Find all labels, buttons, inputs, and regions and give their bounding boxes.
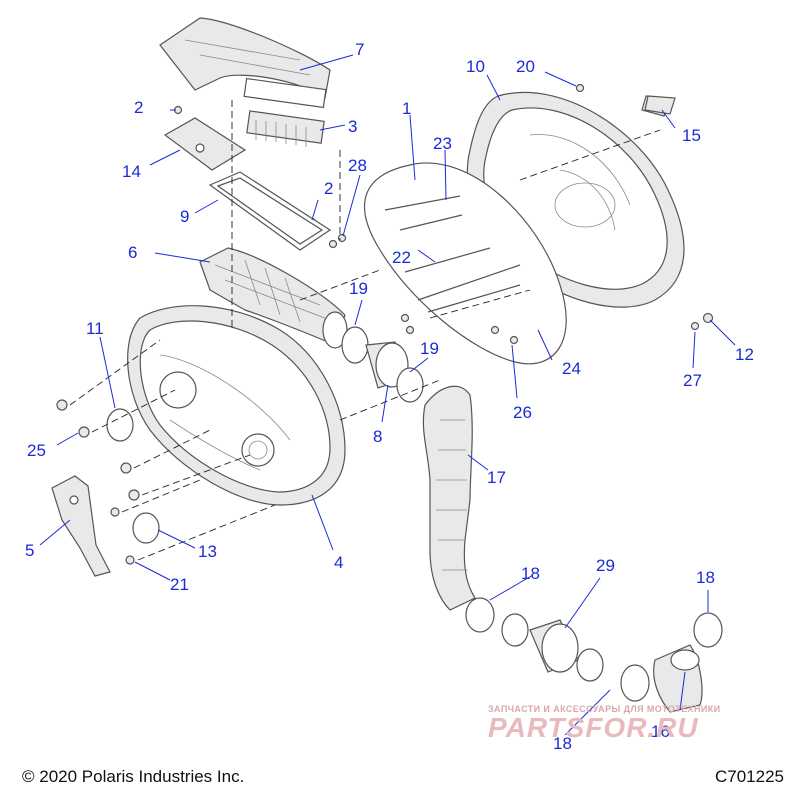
callout-21: 21 <box>170 575 189 594</box>
callout-11: 11 <box>86 319 104 338</box>
callout-8: 8 <box>373 427 382 446</box>
callout-4: 4 <box>334 553 343 572</box>
callout-2: 2 <box>134 98 143 117</box>
callout-5: 5 <box>25 541 34 560</box>
callout-labels: 1 2 2 3 4 5 6 7 8 9 10 11 12 13 14 15 16… <box>25 40 754 753</box>
callout-22: 22 <box>392 248 411 267</box>
cover-plate <box>163 117 247 171</box>
mounting-bracket <box>51 475 111 577</box>
callout-2: 2 <box>324 179 333 198</box>
callout-27: 27 <box>683 371 702 390</box>
warning-label <box>644 95 676 115</box>
gasket-frame <box>208 171 332 251</box>
copyright-notice: © 2020 Polaris Industries Inc. <box>22 767 245 786</box>
callout-20: 20 <box>516 57 535 76</box>
upper-duct <box>199 247 348 349</box>
callout-18: 18 <box>696 568 715 587</box>
watermark: ЗАПЧАСТИ И АКСЕССУАРЫ ДЛЯ МОТОТЕХНИКИ PA… <box>488 704 788 744</box>
callout-15: 15 <box>682 126 701 145</box>
callout-14: 14 <box>122 162 141 181</box>
callout-28: 28 <box>348 156 367 175</box>
inner-clutch-cover <box>127 305 346 506</box>
filter-screen <box>246 110 325 147</box>
callout-17: 17 <box>487 468 506 487</box>
callout-1: 1 <box>402 99 411 118</box>
inlet-duct <box>159 17 331 109</box>
callout-19: 19 <box>349 279 368 298</box>
callout-24: 24 <box>562 359 581 378</box>
callout-29: 29 <box>596 556 615 575</box>
o-ring-11 <box>106 408 134 442</box>
outlet-duct <box>653 644 703 713</box>
watermark-brand: PARTSFOR.RU <box>488 712 699 743</box>
callout-12: 12 <box>735 345 754 364</box>
watermark-tagline: ЗАПЧАСТИ И АКСЕССУАРЫ ДЛЯ МОТОТЕХНИКИ <box>488 704 721 714</box>
callout-6: 6 <box>128 243 137 262</box>
callout-9: 9 <box>180 207 189 226</box>
coupler-and-clamps <box>341 326 424 403</box>
o-ring-13 <box>132 512 160 544</box>
callout-19: 19 <box>420 339 439 358</box>
callout-23: 23 <box>433 134 452 153</box>
callout-25: 25 <box>27 441 46 460</box>
callout-18: 18 <box>521 564 540 583</box>
callout-18: 18 <box>553 734 572 753</box>
callout-10: 10 <box>466 57 485 76</box>
callout-7: 7 <box>355 40 364 59</box>
exhaust-duct <box>422 385 476 611</box>
cover-seal <box>364 162 567 365</box>
callout-3: 3 <box>348 117 357 136</box>
long-bolts <box>384 195 521 313</box>
callout-16: 16 <box>651 722 670 741</box>
diagram-code: C701225 <box>714 767 784 786</box>
lower-clamps-and-coupler <box>465 597 723 702</box>
leader-lines <box>39 54 736 736</box>
alignment-lines <box>69 100 661 561</box>
callout-26: 26 <box>513 403 532 422</box>
callout-13: 13 <box>198 542 217 561</box>
